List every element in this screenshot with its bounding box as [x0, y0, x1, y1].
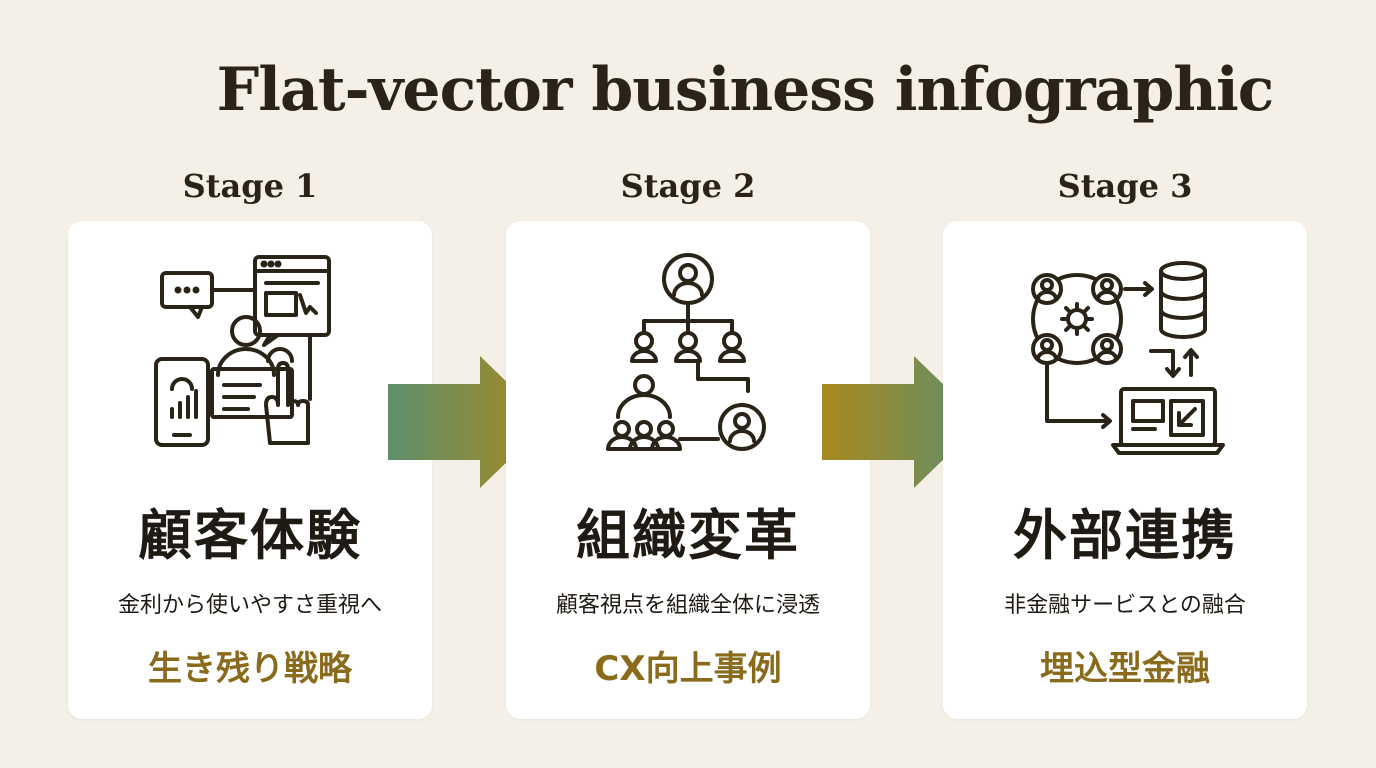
stage-card-2: 組織変革 顧客視点を組織全体に浸透 CX向上事例 [506, 221, 870, 719]
arrow-right-icon [822, 356, 982, 488]
network-integration-icon [1025, 249, 1225, 459]
stage-highlight-2: CX向上事例 [594, 649, 782, 689]
org-hierarchy-icon [588, 249, 788, 459]
stage-label-1: Stage 1 [182, 167, 318, 205]
stage-label-2: Stage 2 [620, 167, 756, 205]
stage-highlight-1: 生き残り戦略 [148, 649, 352, 689]
stage-label-3: Stage 3 [1057, 167, 1193, 205]
stage-highlight-3: 埋込型金融 [1040, 649, 1210, 689]
stage-card-1: 顧客体験 金利から使いやすさ重視へ 生き残り戦略 [68, 221, 432, 719]
stage-heading-3: 外部連携 [1013, 503, 1237, 567]
stage-card-3: 外部連携 非金融サービスとの融合 埋込型金融 [943, 221, 1307, 719]
customer-experience-icon [150, 249, 350, 459]
stage-subtitle-2: 顧客視点を組織全体に浸透 [555, 593, 820, 618]
stage-heading-1: 顧客体験 [138, 503, 362, 567]
page-title: Flat-vector business infographic [216, 55, 1275, 125]
stage-subtitle-3: 非金融サービスとの融合 [1004, 593, 1246, 618]
stage-heading-2: 組織変革 [576, 503, 800, 567]
stage-subtitle-1: 金利から使いやすさ重視へ [117, 593, 382, 618]
